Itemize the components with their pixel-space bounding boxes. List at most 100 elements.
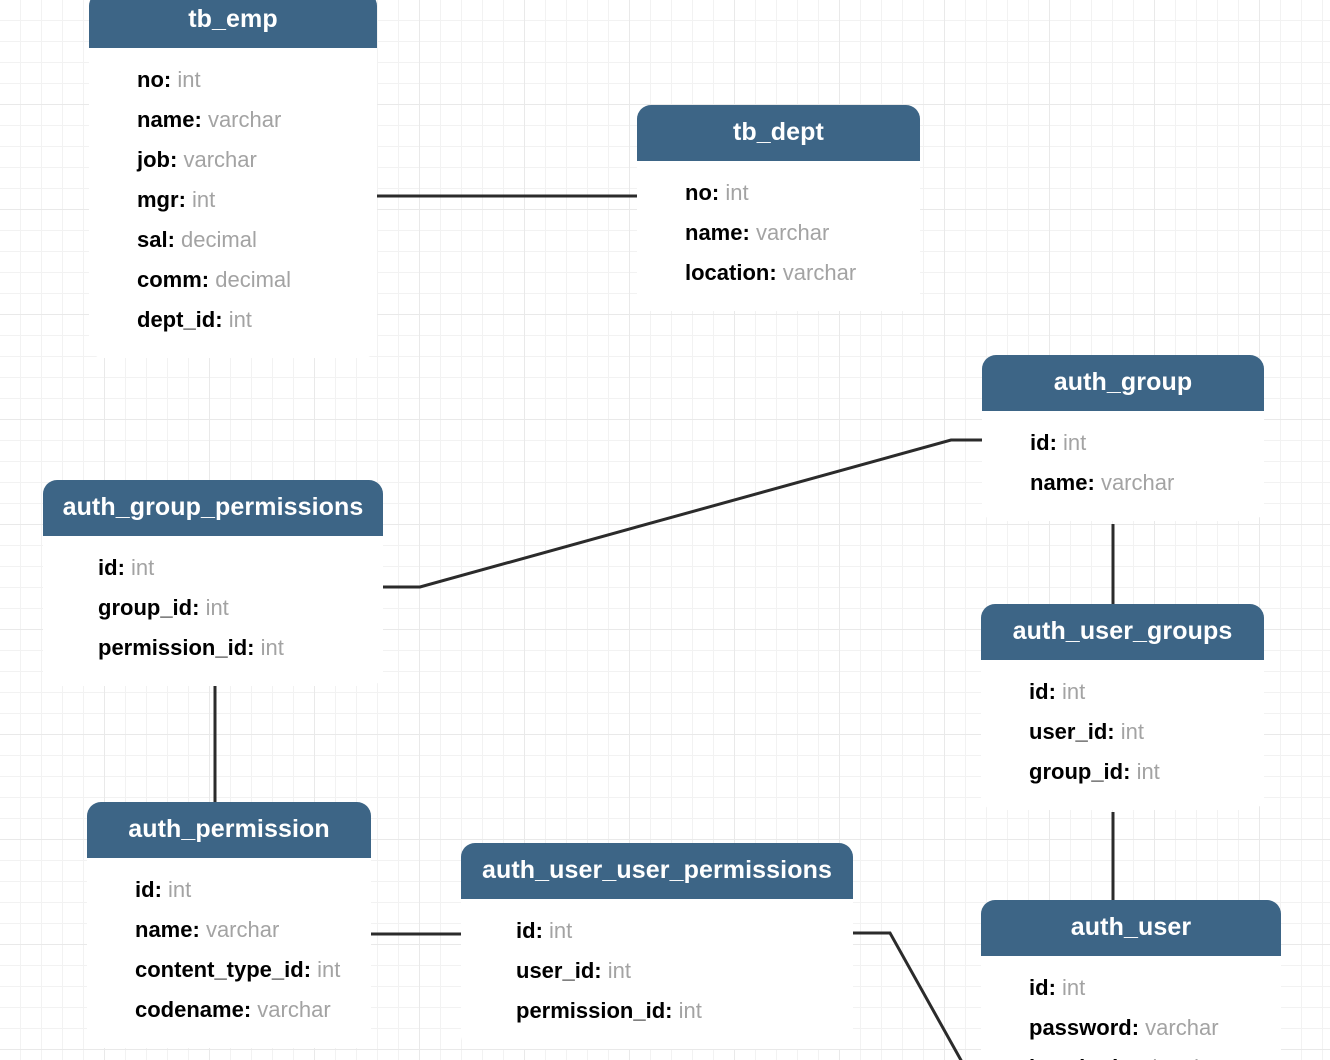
entity-fields-auth_user: id: int password: varchar last_login: da… bbox=[981, 956, 1281, 1060]
field-row: permission_id: int bbox=[516, 998, 702, 1023]
field-name: no bbox=[137, 67, 164, 92]
entity-tb_dept[interactable]: tb_dept no: int name: varchar location: … bbox=[637, 105, 920, 311]
field-row: group_id: int bbox=[1029, 759, 1160, 784]
field-row: no: int bbox=[137, 67, 201, 92]
relationship-line-group-permissions-to-group bbox=[383, 438, 982, 589]
field-row: permission_id: int bbox=[98, 635, 284, 660]
field-type: varchar bbox=[1100, 470, 1175, 495]
field-row: id: int bbox=[516, 918, 573, 943]
entity-auth_user_groups[interactable]: auth_user_groups id: int user_id: int gr… bbox=[981, 604, 1264, 810]
field-name: group_id bbox=[98, 595, 193, 620]
field-name: user_id bbox=[1029, 719, 1108, 744]
field-row: name: varchar bbox=[1030, 470, 1175, 495]
field-name: content_type_id bbox=[135, 957, 304, 982]
field-name: id bbox=[1029, 679, 1049, 704]
field-type: varchar bbox=[1145, 1015, 1219, 1040]
field-row: id: int bbox=[1030, 430, 1087, 455]
field-name: dept_id bbox=[137, 307, 216, 332]
field-row: comm: decimal bbox=[137, 267, 292, 292]
entity-fields-auth_user_user_permissions: id: int user_id: int permission_id: int bbox=[461, 899, 853, 1049]
field-row: dept_id: int bbox=[137, 307, 252, 332]
field-type: int bbox=[317, 957, 341, 982]
field-type: int bbox=[1120, 719, 1144, 744]
field-name: group_id bbox=[1029, 759, 1124, 784]
field-name: id bbox=[135, 877, 155, 902]
entity-fields-tb_emp: no: int name: varchar job: varchar mgr: … bbox=[89, 48, 377, 358]
field-type: int bbox=[228, 307, 252, 332]
field-name: id bbox=[98, 555, 118, 580]
field-name: last_login bbox=[1029, 1055, 1132, 1060]
entity-title-auth_user_groups: auth_user_groups bbox=[981, 604, 1264, 660]
field-type: int bbox=[260, 635, 284, 660]
field-type: int bbox=[177, 67, 201, 92]
field-type: int bbox=[725, 180, 749, 205]
field-row: name: varchar bbox=[135, 917, 280, 942]
field-row: id: int bbox=[1029, 679, 1086, 704]
field-row: job: varchar bbox=[137, 147, 257, 172]
entity-auth_group[interactable]: auth_group id: int name: varchar bbox=[982, 355, 1264, 521]
entity-title-auth_user_user_permissions: auth_user_user_permissions bbox=[461, 843, 853, 899]
field-row: group_id: int bbox=[98, 595, 229, 620]
field-type: int bbox=[205, 595, 229, 620]
field-name: name bbox=[137, 107, 195, 132]
field-row: id: int bbox=[1029, 975, 1086, 1000]
entity-auth_user_user_permissions[interactable]: auth_user_user_permissions id: int user_… bbox=[461, 843, 853, 1049]
entity-title-auth_group_permissions: auth_group_permissions bbox=[43, 480, 383, 536]
field-row: id: int bbox=[98, 555, 155, 580]
entity-fields-auth_group: id: int name: varchar bbox=[982, 411, 1264, 521]
entity-title-auth_user: auth_user bbox=[981, 900, 1281, 956]
field-row: name: varchar bbox=[137, 107, 282, 132]
field-type: int bbox=[1063, 430, 1087, 455]
entity-title-tb_emp: tb_emp bbox=[89, 0, 377, 48]
field-type: int bbox=[678, 998, 702, 1023]
field-name: name bbox=[135, 917, 193, 942]
field-name: comm bbox=[137, 267, 202, 292]
field-row: location: varchar bbox=[685, 260, 857, 285]
field-type: int bbox=[131, 555, 155, 580]
entity-auth_permission[interactable]: auth_permission id: int name: varchar co… bbox=[87, 802, 371, 1048]
field-name: mgr bbox=[137, 187, 179, 212]
field-name: name bbox=[685, 220, 743, 245]
entity-fields-auth_permission: id: int name: varchar content_type_id: i… bbox=[87, 858, 371, 1048]
entity-fields-tb_dept: no: int name: varchar location: varchar bbox=[637, 161, 920, 311]
field-row: sal: decimal bbox=[137, 227, 257, 252]
field-row: user_id: int bbox=[516, 958, 631, 983]
field-row: id: int bbox=[135, 877, 192, 902]
entity-auth_user[interactable]: auth_user id: int password: varchar last… bbox=[981, 900, 1281, 1060]
entity-fields-auth_group_permissions: id: int group_id: int permission_id: int bbox=[43, 536, 383, 686]
field-type: int bbox=[1062, 679, 1086, 704]
entity-title-auth_group: auth_group bbox=[982, 355, 1264, 411]
field-type: varchar bbox=[755, 220, 830, 245]
field-name: name bbox=[1030, 470, 1088, 495]
field-type: varchar bbox=[183, 147, 257, 172]
entity-auth_group_permissions[interactable]: auth_group_permissions id: int group_id:… bbox=[43, 480, 383, 686]
field-row: content_type_id: int bbox=[135, 957, 341, 982]
field-name: id bbox=[516, 918, 536, 943]
field-type: varchar bbox=[205, 917, 280, 942]
field-name: codename bbox=[135, 997, 244, 1022]
field-name: id bbox=[1029, 975, 1049, 1000]
field-type: varchar bbox=[207, 107, 282, 132]
field-type: int bbox=[549, 918, 573, 943]
field-type: int bbox=[1136, 759, 1160, 784]
field-type: datetime bbox=[1145, 1055, 1229, 1060]
entity-tb_emp[interactable]: tb_emp no: int name: varchar job: varcha… bbox=[89, 0, 377, 358]
field-type: varchar bbox=[782, 260, 857, 285]
field-name: permission_id bbox=[516, 998, 666, 1023]
field-type: int bbox=[1062, 975, 1086, 1000]
field-name: id bbox=[1030, 430, 1050, 455]
field-row: password: varchar bbox=[1029, 1015, 1219, 1040]
field-row: last_login: datetime bbox=[981, 1048, 1281, 1060]
entity-title-auth_permission: auth_permission bbox=[87, 802, 371, 858]
field-type: int bbox=[168, 877, 192, 902]
field-row: codename: varchar bbox=[135, 997, 331, 1022]
field-name: sal bbox=[137, 227, 168, 252]
field-type: decimal bbox=[181, 227, 257, 252]
entity-fields-auth_user_groups: id: int user_id: int group_id: int bbox=[981, 660, 1264, 810]
field-name: job bbox=[137, 147, 170, 172]
field-row: no: int bbox=[685, 180, 749, 205]
field-type: int bbox=[192, 187, 216, 212]
relationship-line-user-user-permissions-to-user bbox=[853, 931, 963, 1060]
field-name: password bbox=[1029, 1015, 1132, 1040]
